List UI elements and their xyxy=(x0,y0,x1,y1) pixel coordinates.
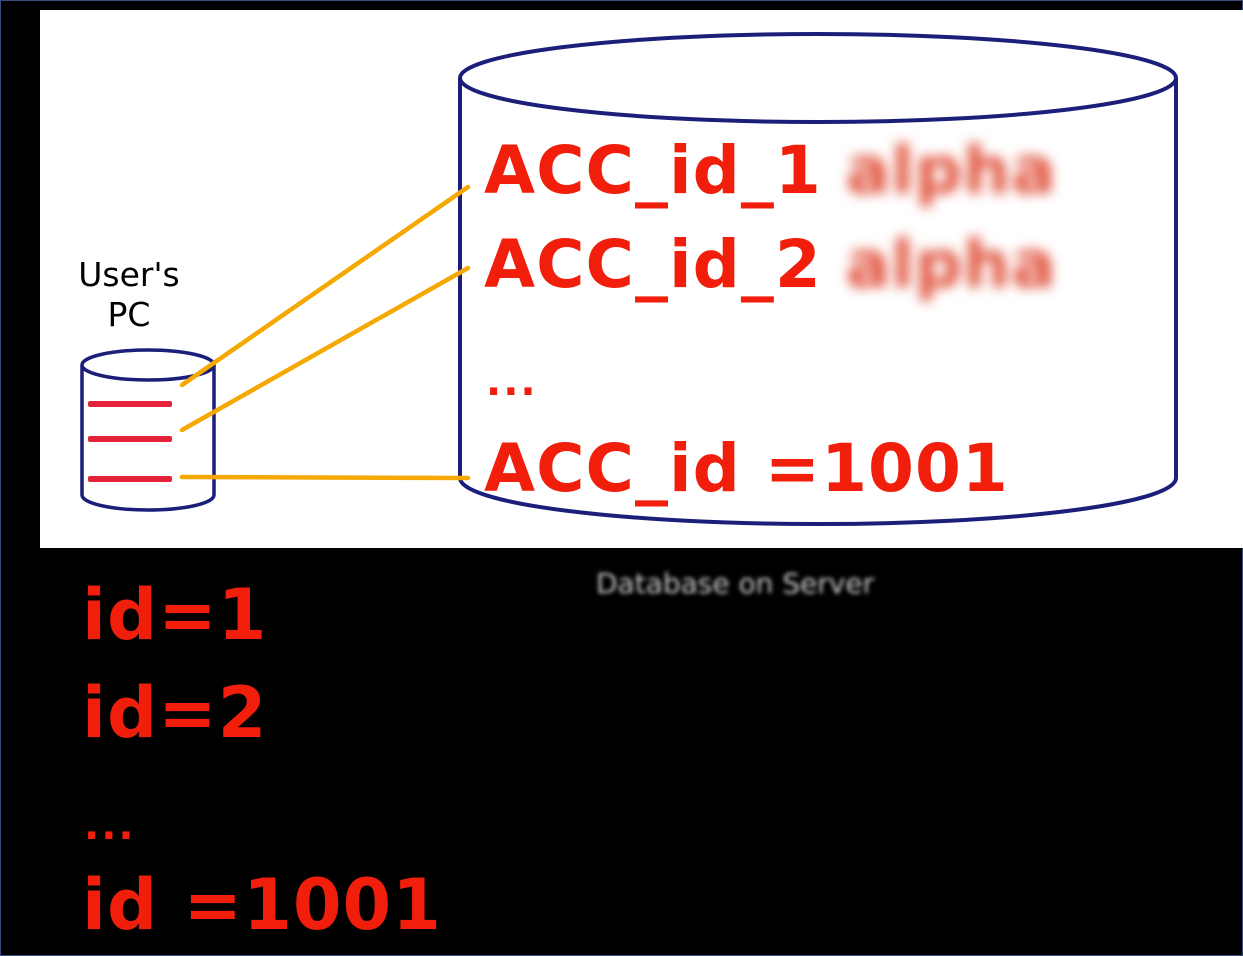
server-database-icon xyxy=(458,32,1178,526)
server-row-1-value: alpha xyxy=(845,132,1057,209)
server-row-1-id: ACC_id_1 xyxy=(484,132,822,209)
request-line-1: id=1 xyxy=(82,574,268,656)
pc-record-line-1 xyxy=(88,401,172,407)
server-row-2: ACC_id_2 alpha xyxy=(484,232,1057,298)
server-row-2-id: ACC_id_2 xyxy=(484,226,822,303)
pc-record-line-2 xyxy=(88,436,172,442)
pc-record-line-3 xyxy=(88,476,172,482)
request-line-last: id =1001 xyxy=(82,864,442,946)
connector-line-3 xyxy=(179,474,471,481)
server-row-2-value: alpha xyxy=(845,226,1057,303)
user-pc-label-line2: PC xyxy=(107,295,151,334)
connector-lines xyxy=(179,184,471,481)
server-row-last: ACC_id =1001 xyxy=(484,430,1009,507)
server-row-1: ACC_id_1 alpha xyxy=(484,138,1057,204)
server-cylinder-top xyxy=(458,32,1178,124)
user-pc-label: User's PC xyxy=(44,255,214,335)
request-line-ellipsis: ... xyxy=(84,803,136,849)
server-database-caption: Database on Server xyxy=(596,567,875,600)
server-rows-ellipsis: ... xyxy=(486,359,538,405)
user-pc-label-line1: User's xyxy=(78,255,180,294)
connector-line-1 xyxy=(179,184,471,388)
request-line-2: id=2 xyxy=(82,672,268,754)
connector-line-2 xyxy=(179,265,471,433)
server-cylinder-body xyxy=(458,78,1178,526)
user-pc-database-icon xyxy=(80,348,216,512)
